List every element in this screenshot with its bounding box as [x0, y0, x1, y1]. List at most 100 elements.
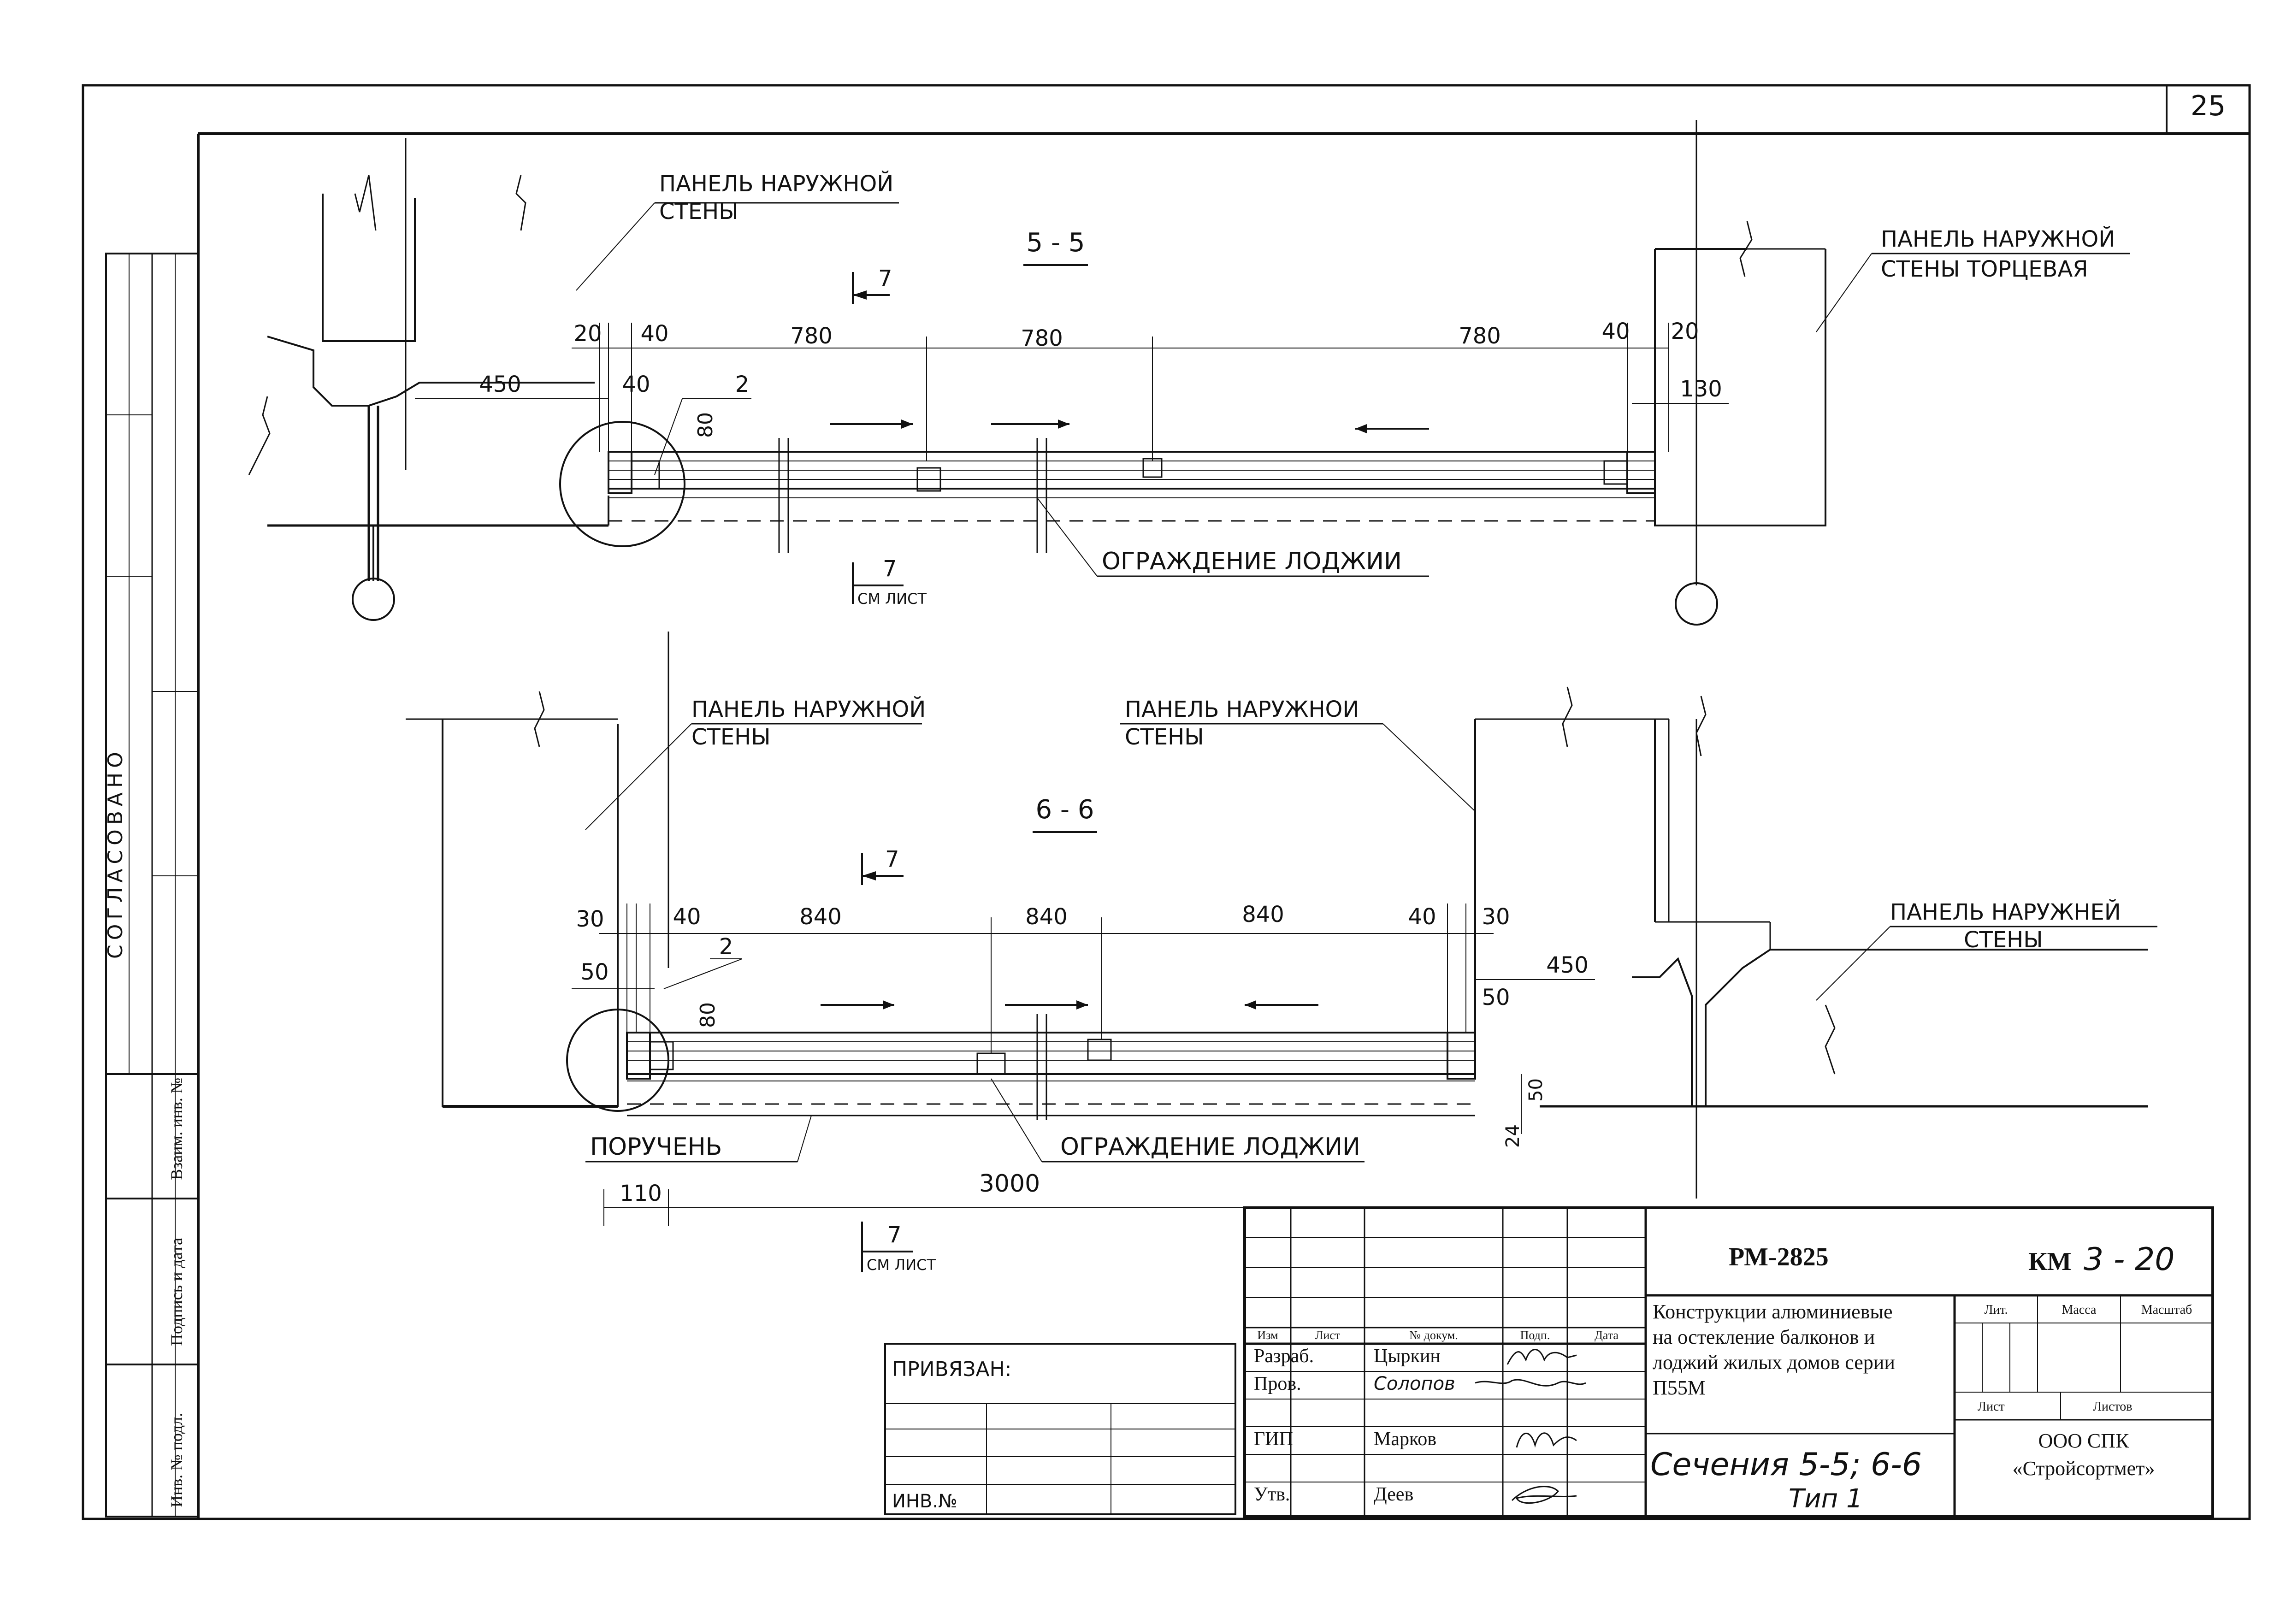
- dim-450-5-5: 450: [479, 372, 521, 397]
- callout-wall-left-6-6-l1: ПАНЕЛЬ НАРУЖНОЙ: [691, 696, 926, 722]
- dim-40-left-5-5: 40: [640, 321, 668, 347]
- dim-40-low-5-5: 40: [622, 372, 650, 397]
- dim-40-left-6-6: 40: [673, 904, 701, 930]
- view-mark-top-6-6: 7: [885, 846, 899, 872]
- description-line-4: П55М: [1653, 1376, 1706, 1399]
- right-walls-6-6: [1466, 686, 2148, 1199]
- dim-840-c-6-6: 840: [1242, 902, 1284, 927]
- dim-40-right-6-6: 40: [1408, 904, 1436, 930]
- handwritten-title: Сечения 5-5; 6-6: [1650, 1447, 1922, 1483]
- left-wall-6-6: [406, 632, 669, 1108]
- dim-80-5-5: 80: [694, 412, 717, 438]
- callout-wall-right-6-6-l2: СТЕНЫ: [1964, 927, 2043, 953]
- dim-840-b-6-6: 840: [1025, 904, 1068, 930]
- sheet-frame: 25: [82, 84, 2251, 1520]
- dimensions-6-6: 30 40 840 840 840 40 30 50 2 80 450 50 5…: [572, 902, 1715, 1226]
- view-note-6-6: СМ ЛИСТ: [867, 1256, 936, 1274]
- role-chief-engineer: ГИП: [1254, 1429, 1293, 1450]
- dim-450-6-6: 450: [1546, 952, 1589, 978]
- description-line-1: Конструкции алюминиевые: [1653, 1300, 1892, 1323]
- side-stamp: СОГЛАСОВАНО Взаим. инв. № Подпись и дата…: [104, 253, 199, 1518]
- signature-developer: [1506, 1349, 1577, 1365]
- name-developer: Цыркин: [1374, 1346, 1441, 1367]
- binding-box: ПРИВЯЗАН: ИНВ.№: [884, 1343, 1236, 1515]
- signature-approver: [1511, 1486, 1577, 1504]
- dim-50-small-6-6: 50: [1525, 1078, 1547, 1102]
- sheets-label: Листов: [2093, 1400, 2133, 1414]
- callout-wall-right-6-6-l1: ПАНЕЛЬ НАРУЖНЕЙ: [1890, 899, 2121, 925]
- col-header-sign: Подп.: [1520, 1329, 1550, 1342]
- view-mark-top-5-5: 7: [878, 266, 892, 291]
- section-6-6: 6 - 6: [406, 632, 2157, 1274]
- col-header-list: Лист: [1315, 1329, 1340, 1342]
- callout-wall-left-6-6-l2: СТЕНЫ: [691, 724, 771, 750]
- dim-30-left-6-6: 30: [576, 906, 604, 932]
- axis-marker-right-5-5: [1675, 582, 1718, 626]
- left-wall-panel-5-5: [248, 138, 608, 621]
- detail-circle-6-6: [566, 1009, 669, 1112]
- role-approver: Утв.: [1254, 1484, 1290, 1505]
- glazing-frame-6-6: [566, 1000, 1476, 1120]
- view-marks-5-5: 7 7 СМ ЛИСТ: [852, 266, 927, 608]
- sheet-label: Лист: [1978, 1400, 2005, 1414]
- doc-code: РМ-2825: [1729, 1243, 1829, 1271]
- binding-title: ПРИВЯЗАН:: [892, 1358, 1012, 1381]
- section-6-6-title: 6 - 6: [1035, 795, 1094, 825]
- view-note-5-5: СМ ЛИСТ: [857, 590, 927, 608]
- dim-2-6-6: 2: [719, 934, 733, 960]
- dimensions-5-5: 20 40 780 780 780 40 20 450 40 2 80 130: [415, 319, 1729, 475]
- axis-marker-left-5-5: [352, 578, 395, 621]
- dim-840-a-6-6: 840: [799, 904, 842, 930]
- agreed-label: СОГЛАСОВАНО: [104, 747, 127, 959]
- dim-24-6-6: 24: [1502, 1124, 1524, 1148]
- sheet-code-hand: 3 - 20: [2084, 1241, 2175, 1278]
- section-5-5-title: 5 - 5: [1026, 228, 1085, 258]
- mass-header: Масса: [2062, 1303, 2097, 1317]
- dim-780-a-5-5: 780: [790, 323, 833, 349]
- section-5-5: 5 - 5: [248, 120, 2130, 626]
- orig-inv-label: Инв. № подл.: [167, 1413, 186, 1507]
- name-checker: Солопов: [1374, 1373, 1455, 1394]
- replaced-inv-label: Взаим. инв. №: [167, 1078, 186, 1180]
- callout-wall-mid-6-6-l1: ПАНЕЛЬ НАРУЖНОИ: [1125, 697, 1359, 722]
- col-header-izm: Изм: [1257, 1329, 1278, 1342]
- callouts-5-5: ПАНЕЛЬ НАРУЖНОЙ СТЕНЫ ПАНЕЛЬ НАРУЖНОЙ СТ…: [576, 171, 2130, 577]
- sheet-code: КМ: [2028, 1247, 2071, 1276]
- callout-fence-5-5: ОГРАЖДЕНИЕ ЛОДЖИИ: [1102, 548, 1402, 575]
- dim-40-right-5-5: 40: [1601, 319, 1630, 344]
- sheet-number: 25: [2191, 90, 2226, 122]
- handwritten-type: Тип 1: [1789, 1484, 1863, 1514]
- dim-20-left-5-5: 20: [573, 321, 602, 347]
- view-marks-6-6: 7 7 СМ ЛИСТ: [861, 846, 936, 1274]
- detail-circle-5-5: [559, 421, 685, 547]
- callout-fence-6-6: ОГРАЖДЕНИЕ ЛОДЖИИ: [1060, 1133, 1360, 1161]
- binding-inv: ИНВ.№: [892, 1491, 957, 1512]
- description-line-3: лоджий жилых домов серии: [1653, 1351, 1895, 1374]
- glazing-frame-5-5: [559, 419, 1656, 553]
- dim-50-right-6-6: 50: [1482, 985, 1510, 1010]
- dim-780-c-5-5: 780: [1459, 323, 1501, 349]
- dim-780-b-5-5: 780: [1021, 325, 1063, 351]
- callout-wall-5-5-l2: СТЕНЫ: [659, 199, 738, 224]
- stage-header: Лит.: [1984, 1303, 2008, 1317]
- callouts-6-6: ПАНЕЛЬ НАРУЖНОЙ СТЕНЫ ПАНЕЛЬ НАРУЖНОИ СТ…: [585, 696, 2157, 1163]
- scale-header: Масштаб: [2141, 1303, 2192, 1317]
- col-header-doc: № докум.: [1409, 1329, 1458, 1342]
- dim-30-right-6-6: 30: [1482, 904, 1510, 930]
- col-header-date: Дата: [1595, 1329, 1619, 1342]
- dim-50-left-6-6: 50: [580, 959, 608, 985]
- company-line-2: «Стройсортмет»: [2013, 1457, 2155, 1480]
- signature-checker: [1475, 1379, 1586, 1387]
- sign-date-label: Подпись и дата: [167, 1238, 186, 1346]
- dim-2-5-5: 2: [735, 372, 750, 397]
- company-line-1: ООО СПК: [2038, 1429, 2129, 1452]
- signature-chief-engineer: [1516, 1432, 1577, 1448]
- dim-3000-6-6: 3000: [979, 1170, 1040, 1198]
- role-developer: Разраб.: [1254, 1346, 1314, 1367]
- callout-wall-mid-6-6-l2: СТЕНЫ: [1125, 724, 1204, 750]
- title-block: Изм Лист № докум. Подп. Дата Разраб. Цыр…: [1243, 1206, 2214, 1518]
- dim-20-right-5-5: 20: [1671, 319, 1699, 344]
- callout-rail-6-6: ПОРУЧЕНЬ: [590, 1133, 722, 1161]
- role-checker: Пров.: [1254, 1373, 1301, 1394]
